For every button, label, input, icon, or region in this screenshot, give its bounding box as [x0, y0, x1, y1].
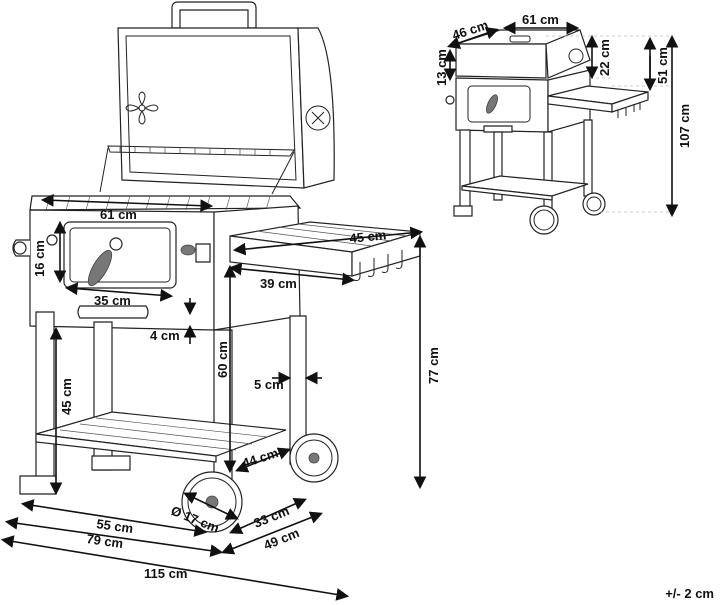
label-small-lid-22: 22 cm: [597, 39, 612, 76]
label-door-height: 16 cm: [32, 240, 47, 277]
label-small-height-51: 51 cm: [655, 47, 670, 84]
dimension-arrows: [0, 193, 427, 601]
label-width-55: 55 cm: [96, 516, 135, 536]
label-gap-below-door: 4 cm: [150, 328, 180, 343]
small-grill-view: [445, 29, 672, 235]
main-grill-drawing: [12, 1, 421, 533]
vent-fan-icon: [125, 91, 159, 125]
label-small-width: 61 cm: [522, 12, 559, 27]
label-shelf-thickness: 5 cm: [254, 377, 284, 392]
label-total-width: 115 cm: [144, 566, 187, 581]
label-side-shelf-depth: 39 cm: [260, 276, 297, 291]
label-shelf-height: 77 cm: [426, 347, 441, 384]
small-view-dimension-arrows: [443, 21, 679, 218]
label-width-79: 79 cm: [86, 531, 125, 551]
label-small-total-height: 107 cm: [677, 104, 692, 148]
label-lower-shelf: 44 cm: [240, 445, 280, 471]
tolerance-note: +/- 2 cm: [665, 586, 714, 601]
small-view-dimension-labels: 46 cm 61 cm 13 cm 22 cm 51 cm 107 cm: [434, 12, 692, 148]
label-grill-width: 61 cm: [100, 207, 137, 222]
label-side-shelf-width: 45 cm: [349, 227, 387, 246]
label-small-lid-13: 13 cm: [434, 49, 449, 86]
label-body-height: 60 cm: [215, 341, 230, 378]
label-door-width: 35 cm: [94, 293, 131, 308]
label-base-height: 45 cm: [59, 378, 74, 415]
label-depth-33: 33 cm: [252, 503, 292, 531]
